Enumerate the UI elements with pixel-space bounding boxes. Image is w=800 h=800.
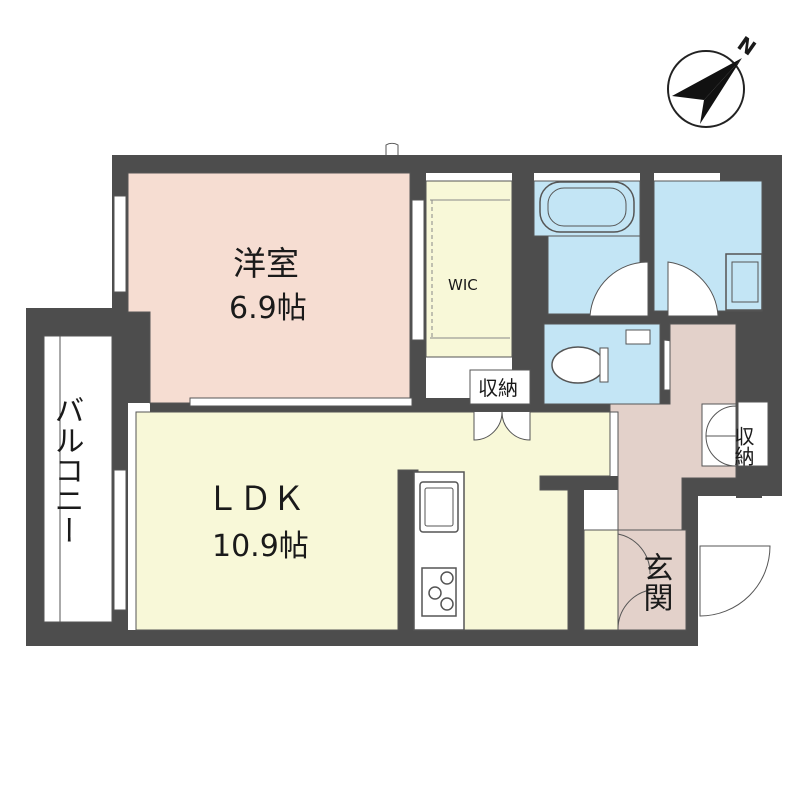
toilet-tank-icon [599,347,609,383]
washroom-door-icon [667,261,719,317]
compass-needle-tail-icon [700,58,742,124]
burner-3-icon [440,597,454,611]
bathtub-inner-icon [547,187,627,227]
storage-middle-door2-icon [501,411,531,441]
kitchen-sink-icon [419,481,459,533]
storage-middle-label-bg [469,369,531,405]
toilet-sink-icon [625,329,651,345]
entrance-floor [617,529,687,631]
storage-middle-door-icon [473,411,503,441]
shoe-cabinet [583,529,619,631]
bathtub-icon [539,181,635,233]
burner-2-icon [428,586,442,600]
cooktop-icon [421,567,457,617]
balcony-floor [43,335,113,623]
washbasin-inner-icon [731,261,759,303]
storage-right-door-icon [705,405,737,437]
western-room-size: 6.9帖 [229,291,307,326]
western-room-floor [127,172,411,404]
kitchen-sink-inner-icon [424,487,454,527]
shoe-cabinet-door-icon [617,533,651,575]
bath-door-icon [589,261,649,317]
entrance-name: 玄関 [638,552,673,612]
ldk-window [113,469,127,611]
western-room-sliding-door [189,397,413,407]
storage-right-label-bg [737,401,769,467]
storage-middle-name: 収納 [478,376,518,400]
compass-needle-icon [672,58,742,100]
storage-right-name: 収納 [731,426,755,466]
ldk-floor [135,411,611,631]
western-room-window [113,195,127,293]
burner-1-icon [440,571,454,585]
compass-north-label: N [733,31,760,60]
wic-floor [425,180,513,358]
compass: N [667,31,760,128]
ldk-name: ＬＤＫ [206,479,305,518]
toilet-bowl-icon [551,346,605,384]
wic-sliding-door [411,199,425,341]
balcony-name: バルコニー [49,395,84,545]
wic-name: WIC [448,276,478,294]
storage-right-door2-icon [705,435,737,467]
vent-icon [385,142,399,155]
ldk-size: 10.9帖 [212,529,309,564]
western-room-name: 洋室 [233,244,299,283]
shoe-cabinet-door2-icon [617,589,651,631]
entrance-door-icon[interactable] [699,545,771,617]
